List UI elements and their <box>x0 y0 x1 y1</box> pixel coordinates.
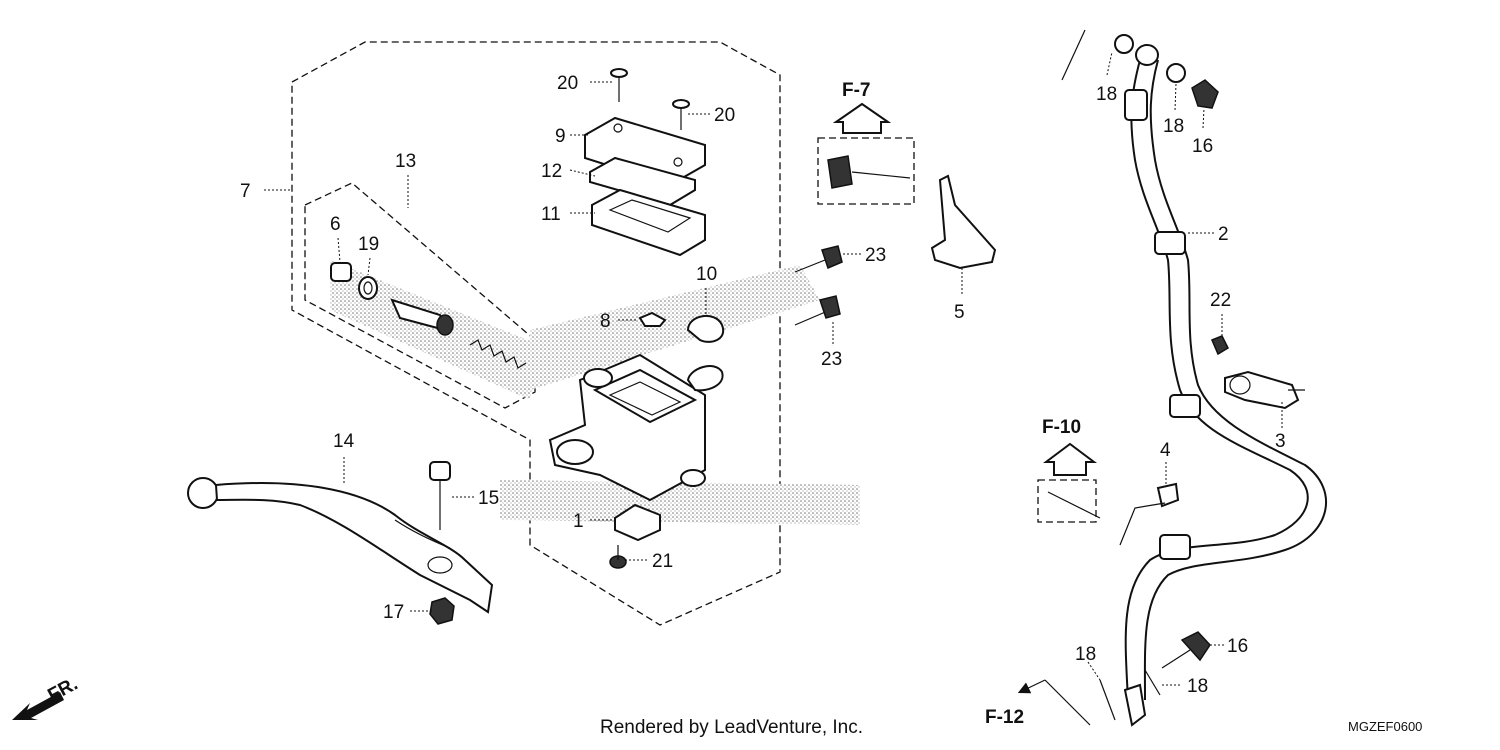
circlip <box>358 276 378 300</box>
sealing-washer-2 <box>1135 44 1159 66</box>
brake-hose <box>1123 59 1328 727</box>
oil-bolt-lower <box>1161 631 1211 669</box>
ref-arrow-f10 <box>1043 442 1097 476</box>
label-part-18b: 18 <box>1163 116 1184 137</box>
sealing-washer-4 <box>1099 679 1116 721</box>
brake-lever <box>187 477 494 614</box>
ref-label-f12: F-12 <box>985 707 1024 728</box>
holder-bolt-upper <box>794 245 843 273</box>
assembly-outline <box>291 41 781 626</box>
diagram-code: MGZEF0600 <box>1348 719 1422 734</box>
label-part-1: 1 <box>573 511 584 532</box>
label-part-20b: 20 <box>714 105 735 126</box>
label-part-20a: 20 <box>557 73 578 94</box>
label-part-5: 5 <box>954 302 965 323</box>
front-direction-indicator: FR. <box>12 674 81 720</box>
label-part-18a: 18 <box>1096 84 1117 105</box>
clamp-bolt-lower <box>1211 335 1229 356</box>
label-part-18c: 18 <box>1075 644 1096 665</box>
label-part-9: 9 <box>555 126 566 147</box>
label-part-18d: 18 <box>1187 676 1208 697</box>
label-part-14: 14 <box>333 431 355 452</box>
pivot-bolt <box>429 461 451 530</box>
guide-bolt <box>1047 491 1101 519</box>
sealing-washer-3 <box>1166 63 1186 83</box>
label-part-12: 12 <box>541 161 562 182</box>
subassembly-outline <box>304 182 536 409</box>
ref-line-f12 <box>1044 679 1091 726</box>
hose-clamp-lower <box>1224 370 1300 410</box>
reservoir-cap <box>584 116 706 187</box>
label-part-22: 22 <box>1210 290 1231 311</box>
cap-screw-lower <box>672 99 690 130</box>
label-part-2: 2 <box>1218 224 1229 245</box>
diaphragm-plate <box>589 156 696 207</box>
leader-lines <box>264 29 1305 686</box>
render-credit: Rendered by LeadVenture, Inc. <box>600 717 863 738</box>
clamp-bolt <box>827 155 911 189</box>
piston <box>390 298 454 336</box>
label-part-23b: 23 <box>821 349 842 370</box>
ref-label-f10: F-10 <box>1042 417 1081 438</box>
label-part-16b: 16 <box>1227 636 1248 657</box>
cap-screw-upper <box>610 68 628 102</box>
hose-guide <box>1119 482 1180 546</box>
holder <box>686 315 725 392</box>
label-part-6: 6 <box>330 214 341 235</box>
spring <box>469 339 527 369</box>
ref-arrow-f7 <box>832 102 892 134</box>
brake-switch <box>614 503 661 542</box>
label-part-13: 13 <box>395 151 416 172</box>
ref-box-f10 <box>1037 479 1097 523</box>
label-part-17: 17 <box>383 602 404 623</box>
hose-clamp <box>930 174 997 270</box>
label-part-15: 15 <box>478 488 499 509</box>
label-part-11: 11 <box>541 204 561 225</box>
holder-bolt-lower <box>794 295 841 326</box>
ref-arrow-f12 <box>1017 679 1046 694</box>
axis-shade-piston <box>330 260 540 400</box>
ref-box-f7 <box>817 137 915 205</box>
sealing-washer-5 <box>1144 669 1161 696</box>
sealing-washer-1 <box>1114 34 1134 54</box>
label-part-7: 7 <box>240 181 251 202</box>
label-part-8: 8 <box>600 311 611 332</box>
label-part-4: 4 <box>1160 440 1171 461</box>
label-part-16a: 16 <box>1192 136 1213 157</box>
master-cylinder-body <box>548 353 706 502</box>
label-part-21: 21 <box>652 551 673 572</box>
label-part-3: 3 <box>1275 431 1286 452</box>
pivot-nut <box>429 597 455 625</box>
front-arrow-icon <box>12 692 64 720</box>
label-part-10: 10 <box>696 264 717 285</box>
label-part-19: 19 <box>358 234 379 255</box>
plate <box>638 311 667 327</box>
axis-shade-upper <box>530 265 820 390</box>
boot <box>330 262 352 282</box>
axis-shade-lower <box>500 480 860 525</box>
diaphragm <box>591 188 706 257</box>
ref-label-f7: F-7 <box>842 80 871 101</box>
oil-bolt-upper <box>1191 79 1219 109</box>
label-part-23a: 23 <box>865 245 886 266</box>
switch-screw <box>609 545 627 569</box>
